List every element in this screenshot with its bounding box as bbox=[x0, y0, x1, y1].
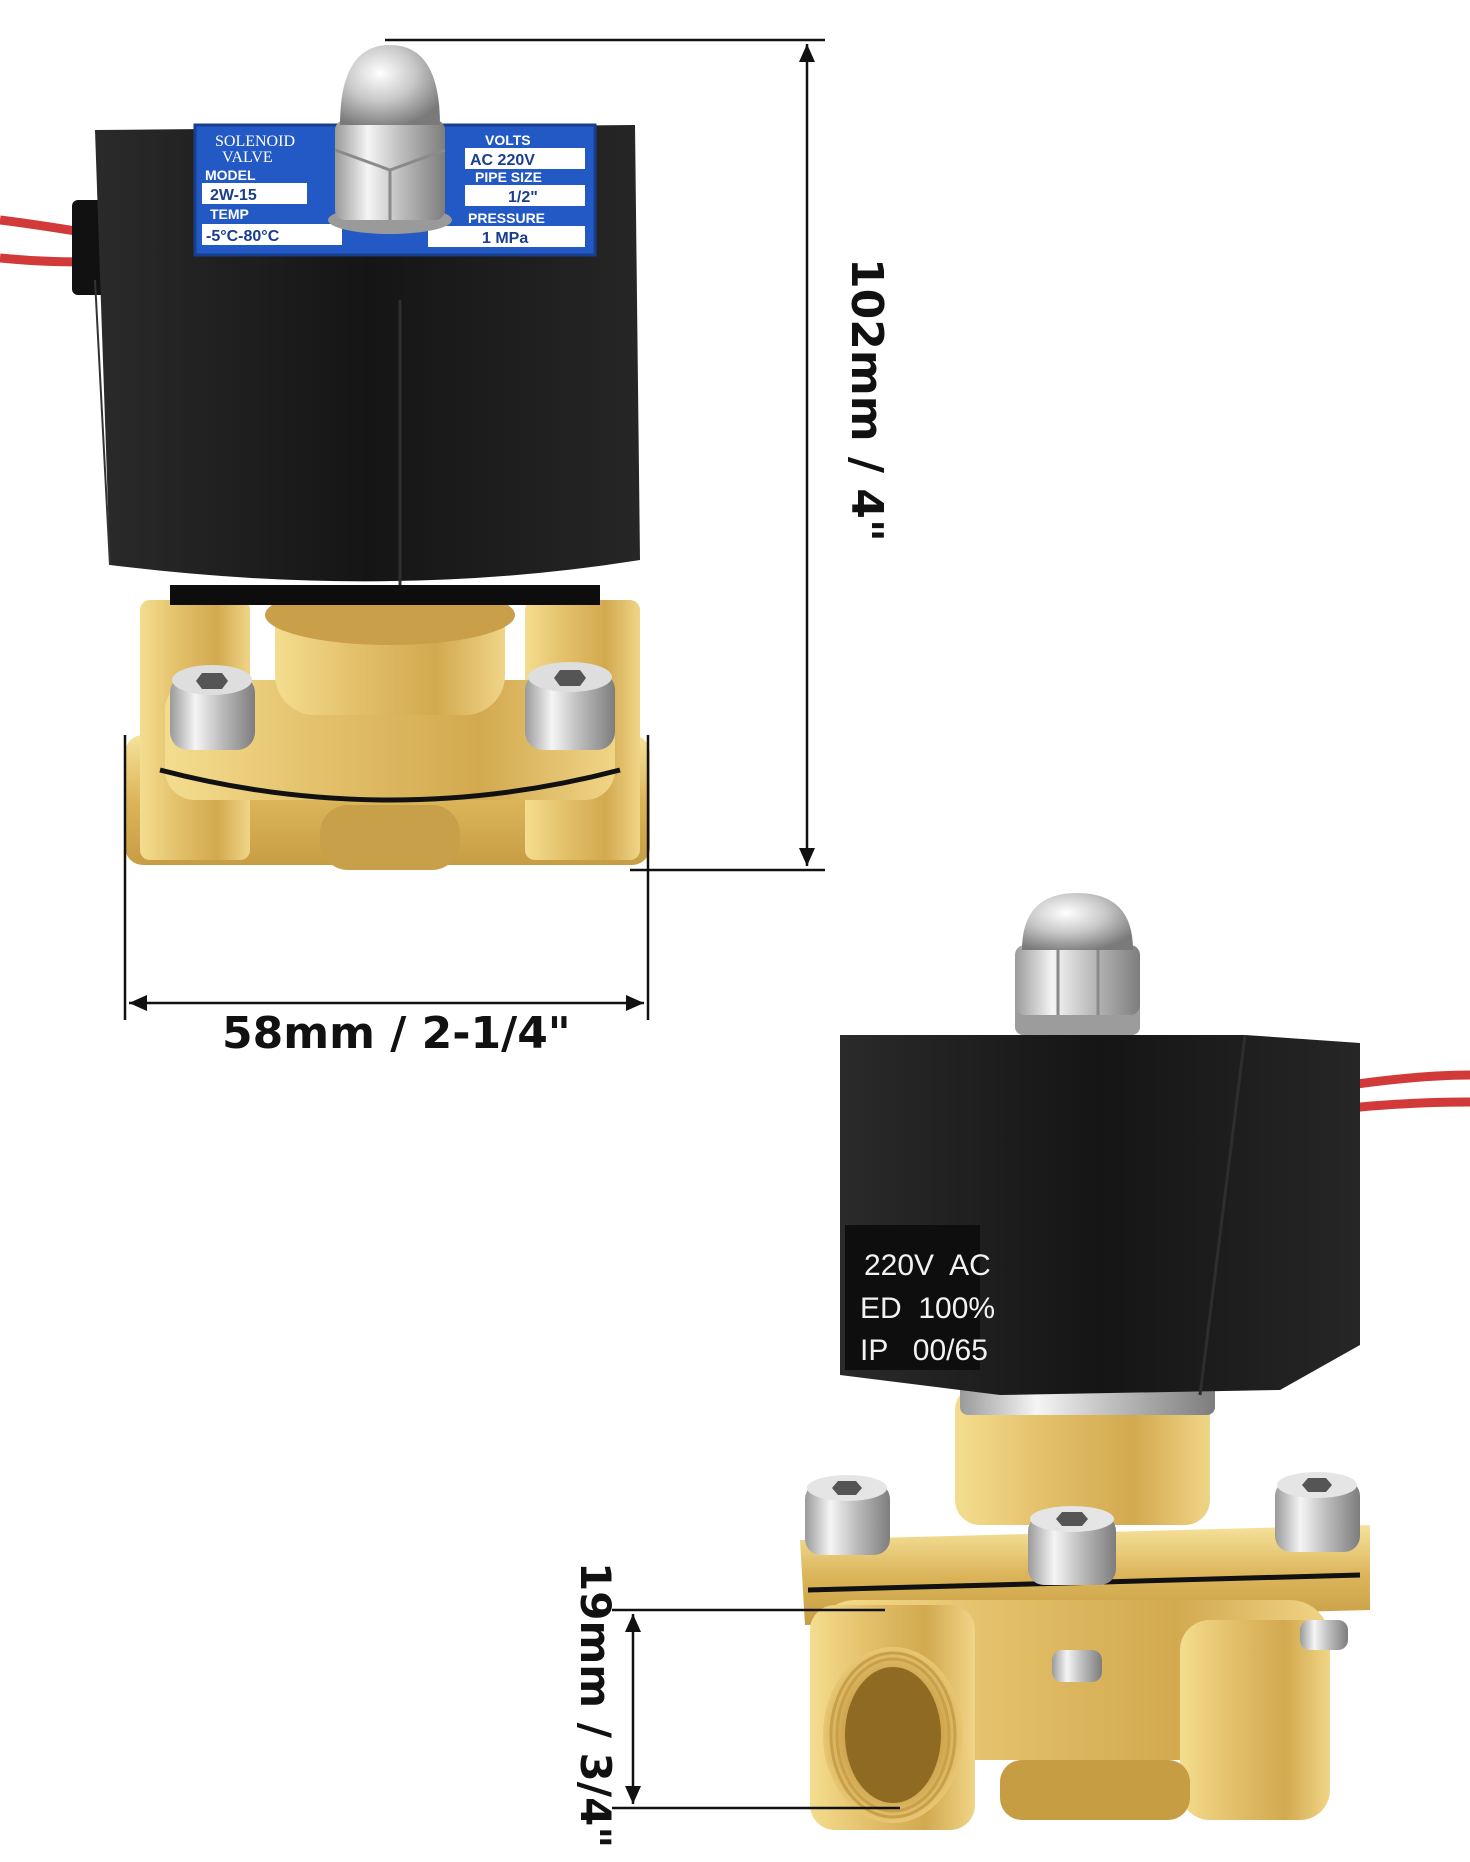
port-dimension bbox=[612, 1608, 900, 1810]
port-label: 19mm / 3/4" bbox=[571, 1562, 620, 1849]
wire-red-2 bbox=[1349, 1097, 1470, 1113]
volts-value: AC 220V bbox=[470, 152, 535, 169]
pipe-size-caption: PIPE SIZE bbox=[475, 169, 542, 185]
pressure-caption: PRESSURE bbox=[468, 210, 545, 226]
solenoid-coil: 220V AC ED 100% IP 00/65 bbox=[840, 1034, 1360, 1396]
temp-caption: TEMP bbox=[210, 206, 249, 222]
coil-label-line3: IP 00/65 bbox=[860, 1334, 988, 1367]
model-caption: MODEL bbox=[205, 167, 256, 183]
temp-value: -5°C-80°C bbox=[206, 228, 280, 245]
valve-front-view: SOLENOID VALVE MODEL 2W-15 TEMP -5°C-80°… bbox=[0, 45, 650, 870]
width-label: 58mm / 2-1/4" bbox=[222, 1008, 571, 1059]
acorn-nut bbox=[1015, 893, 1140, 1035]
height-dimension bbox=[385, 38, 825, 872]
model-value: 2W-15 bbox=[210, 187, 257, 204]
volts-caption: VOLTS bbox=[485, 132, 531, 148]
nameplate-line2: VALVE bbox=[222, 149, 273, 166]
hex-bolt bbox=[170, 665, 255, 750]
pipe-size-value: 1/2" bbox=[508, 189, 538, 206]
valve-side-view: 220V AC ED 100% IP 00/65 bbox=[800, 893, 1470, 1830]
width-dimension bbox=[123, 735, 650, 1020]
pressure-value: 1 MPa bbox=[482, 230, 528, 247]
hex-bolt bbox=[805, 1475, 890, 1555]
coil-label-line1: 220V AC bbox=[864, 1249, 991, 1282]
wire-red bbox=[1349, 1070, 1470, 1090]
hex-bolt bbox=[1300, 1620, 1348, 1650]
hex-bolt bbox=[525, 662, 615, 750]
hex-bolt bbox=[1028, 1506, 1116, 1585]
hex-bolt bbox=[1275, 1472, 1360, 1552]
height-label: 102mm / 4" bbox=[841, 258, 892, 542]
acorn-nut bbox=[328, 45, 452, 234]
coil-label-line2: ED 100% bbox=[860, 1292, 995, 1325]
brass-body bbox=[800, 1385, 1370, 1830]
hex-bolt bbox=[1052, 1650, 1102, 1682]
nameplate-line1: SOLENOID bbox=[215, 133, 295, 150]
